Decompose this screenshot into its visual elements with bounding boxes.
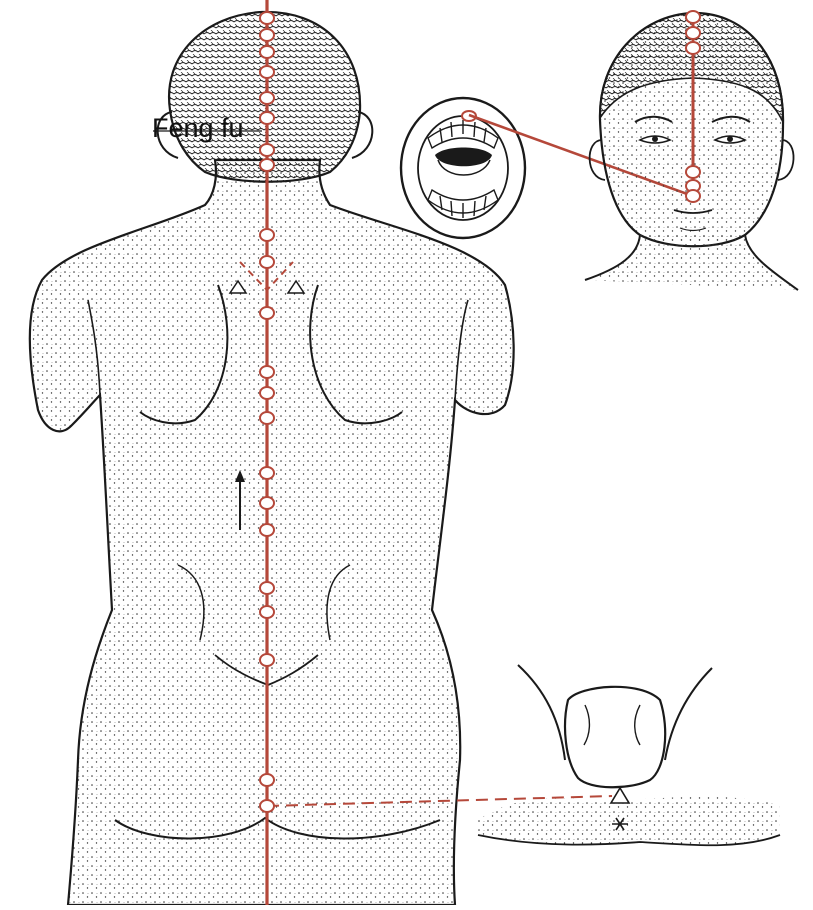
left-pupil xyxy=(652,136,658,142)
face-acupoint-icon xyxy=(686,190,700,202)
back-acupoint-icon xyxy=(260,307,274,319)
back-acupoint-icon xyxy=(260,256,274,268)
face-acupoint-icon xyxy=(686,166,700,178)
back-acupoint-icon xyxy=(260,66,274,78)
face-acupoint-icon xyxy=(686,42,700,54)
back-acupoint-icon xyxy=(260,654,274,666)
back-acupoint-icon xyxy=(260,159,274,171)
open-mouth-inset xyxy=(401,98,525,238)
back-acupoint-icon xyxy=(260,412,274,424)
feng-fu-label: Feng fu xyxy=(152,113,244,143)
back-acupoint-icon xyxy=(260,92,274,104)
back-acupoint-icon xyxy=(260,467,274,479)
back-acupoint-icon xyxy=(260,497,274,509)
back-acupoint-icon xyxy=(260,366,274,378)
perineum-inset xyxy=(478,665,780,845)
back-acupoint-icon xyxy=(260,144,274,156)
back-acupoint-icon xyxy=(260,46,274,58)
back-acupoint-icon xyxy=(260,387,274,399)
back-acupoint-icon xyxy=(260,29,274,41)
back-acupoint-icon xyxy=(260,524,274,536)
neck-stipple xyxy=(585,235,798,290)
back-acupoint-icon xyxy=(260,582,274,594)
back-acupoint-icon xyxy=(260,800,274,812)
scrotum-outline xyxy=(565,687,665,787)
back-acupoint-icon xyxy=(260,229,274,241)
face-front-view xyxy=(585,11,798,290)
thigh-right-outline xyxy=(665,668,712,760)
back-acupoint-icon xyxy=(260,12,274,24)
face-acupoint-icon xyxy=(686,11,700,23)
perineum-region xyxy=(478,797,780,846)
back-acupoint-icon xyxy=(260,774,274,786)
back-acupoint-icon xyxy=(260,606,274,618)
thigh-left-outline xyxy=(518,665,565,760)
back-acupoint-icon xyxy=(260,112,274,124)
perineum-triangle-icon xyxy=(611,788,629,803)
face-acupoint-icon xyxy=(686,27,700,39)
right-pupil xyxy=(727,136,733,142)
